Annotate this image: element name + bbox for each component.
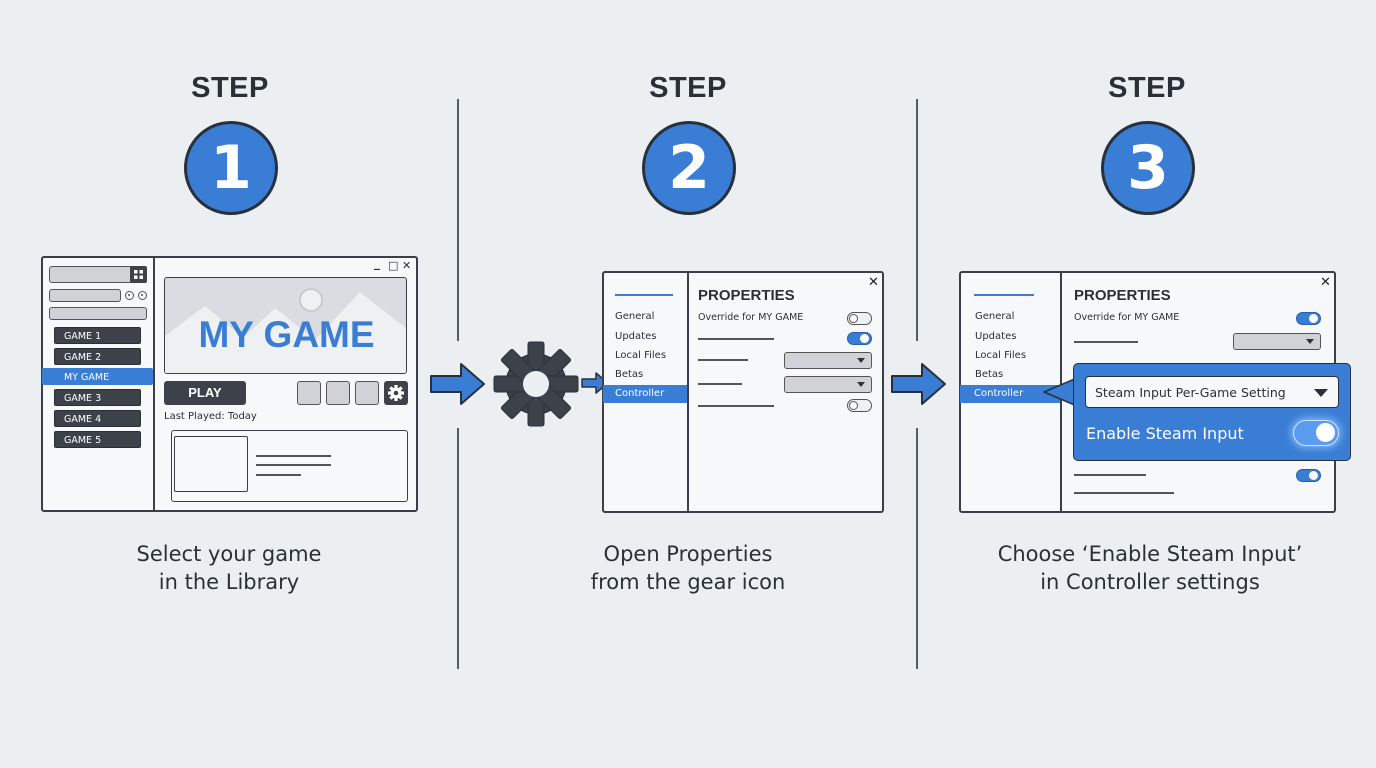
enable-steam-input-toggle[interactable] xyxy=(1293,420,1339,446)
game-hero-title: MY GAME xyxy=(198,314,375,355)
divider-1-top xyxy=(457,99,459,341)
action-button[interactable] xyxy=(297,381,321,405)
divider-2-top xyxy=(916,99,918,341)
step-3-label: STEP xyxy=(1108,72,1186,104)
detail-line xyxy=(256,474,301,476)
override-label: Override for MY GAME xyxy=(1074,312,1180,323)
step-3-caption-line-2: in Controller settings xyxy=(1040,570,1260,594)
step-3-number: 3 xyxy=(1101,121,1195,215)
menu-item-controller[interactable]: Controller xyxy=(960,385,1060,403)
filter-radio-1-icon[interactable] xyxy=(125,291,134,300)
properties-window: General Updates Local Files Betas Contro… xyxy=(602,271,884,513)
divider-1-bottom xyxy=(457,428,459,669)
step-2-caption: Open Properties from the gear icon xyxy=(488,540,888,596)
divider-2-bottom xyxy=(916,428,918,669)
setting-toggle[interactable] xyxy=(847,399,872,412)
close-icon[interactable]: ✕ xyxy=(1320,275,1331,290)
step-1-number: 1 xyxy=(184,121,278,215)
setting-dropdown[interactable] xyxy=(784,376,872,393)
library-window: GAME 1 GAME 2 MY GAME GAME 3 GAME 4 GAME… xyxy=(41,256,418,512)
properties-sidebar-divider xyxy=(687,273,689,511)
maximize-icon[interactable]: □ xyxy=(388,259,399,272)
menu-item-updates[interactable]: Updates xyxy=(615,331,657,342)
game-list-item[interactable]: GAME 5 xyxy=(54,431,141,448)
arrow-right-icon xyxy=(891,363,946,405)
detail-line xyxy=(256,464,331,466)
library-filter-bar[interactable] xyxy=(49,289,121,302)
setting-line xyxy=(698,383,742,385)
override-toggle[interactable] xyxy=(847,312,872,325)
steam-input-dropdown-label: Steam Input Per-Game Setting xyxy=(1095,385,1286,400)
arrow-right-icon xyxy=(430,363,485,405)
game-thumbnail xyxy=(174,436,248,492)
setting-dropdown[interactable] xyxy=(1233,333,1321,350)
gear-icon xyxy=(493,341,579,427)
properties-title: PROPERTIES xyxy=(698,287,795,304)
setting-line xyxy=(1074,492,1174,494)
game-list-item-selected[interactable]: MY GAME xyxy=(42,368,153,385)
menu-item-local-files[interactable]: Local Files xyxy=(615,350,667,361)
step-1-label: STEP xyxy=(191,72,269,104)
properties-title: PROPERTIES xyxy=(1074,287,1171,304)
game-list-item[interactable]: GAME 2 xyxy=(54,348,141,365)
library-category-bar[interactable] xyxy=(49,307,147,320)
game-list-item[interactable]: GAME 3 xyxy=(54,389,141,406)
library-sidebar-divider xyxy=(153,258,155,510)
override-toggle[interactable] xyxy=(1296,312,1321,325)
sidebar-header-line xyxy=(974,294,1034,296)
close-icon[interactable]: ✕ xyxy=(402,259,412,272)
game-list-item[interactable]: GAME 4 xyxy=(54,410,141,427)
setting-toggle[interactable] xyxy=(847,332,872,345)
menu-item-controller[interactable]: Controller xyxy=(603,385,687,403)
override-label: Override for MY GAME xyxy=(698,312,804,323)
step-3-caption: Choose ‘Enable Steam Input’ in Controlle… xyxy=(950,540,1350,596)
step-2-label: STEP xyxy=(649,72,727,104)
filter-radio-2-icon[interactable] xyxy=(138,291,147,300)
detail-line xyxy=(256,455,331,457)
action-button[interactable] xyxy=(355,381,379,405)
enable-steam-input-label: Enable Steam Input xyxy=(1086,424,1244,443)
menu-item-local-files[interactable]: Local Files xyxy=(975,350,1027,361)
step-2-number: 2 xyxy=(642,121,736,215)
toggle-knob xyxy=(1316,423,1335,442)
action-button[interactable] xyxy=(326,381,350,405)
setting-toggle[interactable] xyxy=(1296,469,1321,482)
step-1-caption-line-1: Select your game xyxy=(136,542,322,566)
setting-dropdown[interactable] xyxy=(784,352,872,369)
setting-line xyxy=(698,338,774,340)
sidebar-header-line xyxy=(615,294,673,296)
steam-input-dropdown[interactable]: Steam Input Per-Game Setting xyxy=(1085,376,1339,408)
menu-item-updates[interactable]: Updates xyxy=(975,331,1017,342)
menu-item-betas[interactable]: Betas xyxy=(975,369,1004,380)
setting-line xyxy=(1074,341,1138,343)
setting-line xyxy=(698,405,774,407)
menu-item-general[interactable]: General xyxy=(615,311,655,322)
step-2-caption-line-2: from the gear icon xyxy=(590,570,786,594)
chevron-down-icon xyxy=(1314,389,1328,397)
menu-item-general[interactable]: General xyxy=(975,311,1015,322)
step-1-caption: Select your game in the Library xyxy=(29,540,429,596)
close-icon[interactable]: ✕ xyxy=(868,275,879,290)
step-3-caption-line-1: Choose ‘Enable Steam Input’ xyxy=(997,542,1303,566)
mountain-icon xyxy=(165,288,406,373)
step-2-caption-line-1: Open Properties xyxy=(603,542,773,566)
game-hero-banner: MY GAME xyxy=(164,277,407,374)
minimize-icon[interactable]: _ xyxy=(374,256,380,270)
play-button[interactable]: PLAY xyxy=(164,381,246,405)
controller-popup: Steam Input Per-Game Setting Enable Stea… xyxy=(1073,363,1351,461)
game-list-item[interactable]: GAME 1 xyxy=(54,327,141,344)
settings-gear-button[interactable] xyxy=(384,381,408,405)
setting-line xyxy=(1074,474,1146,476)
gear-icon xyxy=(388,385,404,401)
game-details-panel xyxy=(171,430,408,502)
grid-icon[interactable] xyxy=(130,266,147,283)
setting-line xyxy=(698,359,748,361)
menu-item-betas[interactable]: Betas xyxy=(615,369,644,380)
last-played-text: Last Played: Today xyxy=(164,411,257,422)
step-1-caption-line-2: in the Library xyxy=(158,570,300,594)
